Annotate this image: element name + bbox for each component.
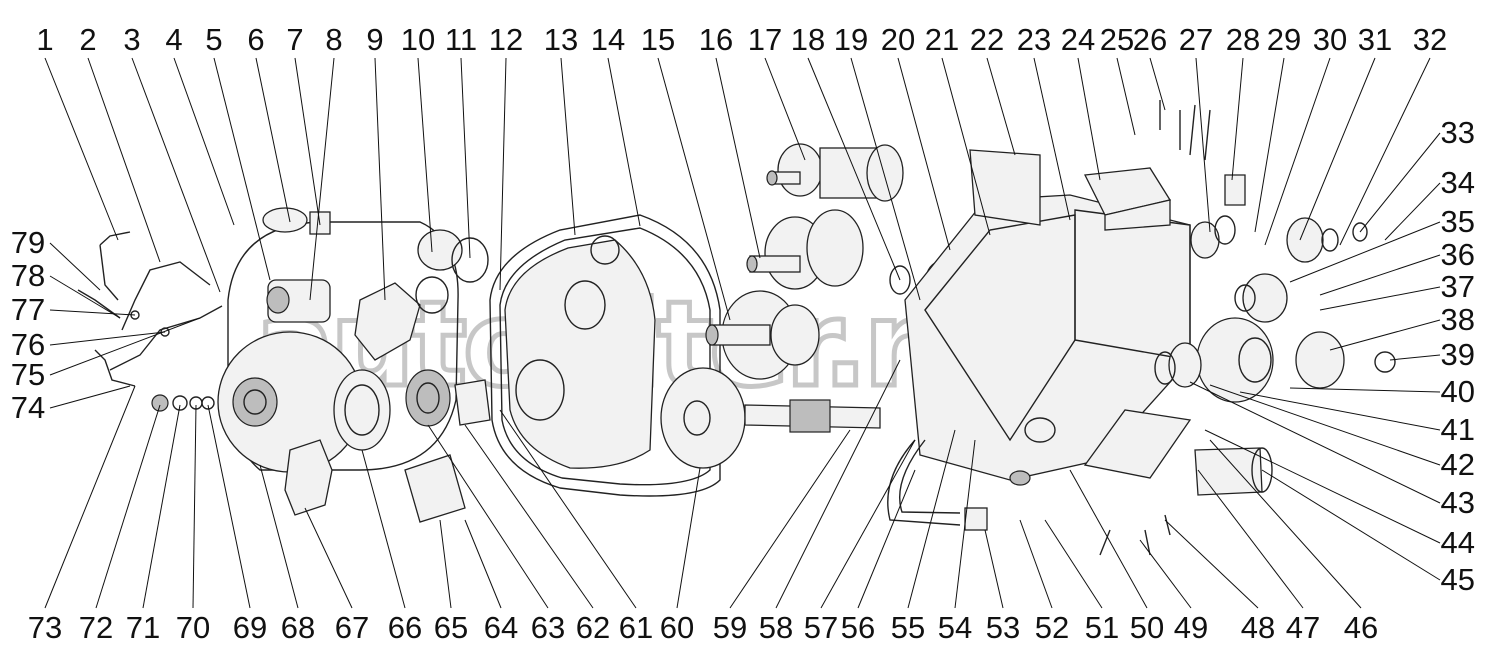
callout-66: 66 bbox=[388, 610, 422, 645]
callout-69: 69 bbox=[233, 610, 267, 645]
callout-22: 22 bbox=[970, 22, 1004, 57]
callout-63: 63 bbox=[531, 610, 565, 645]
callout-26: 26 bbox=[1133, 22, 1167, 57]
callout-45: 45 bbox=[1441, 562, 1475, 597]
callout-62: 62 bbox=[576, 610, 610, 645]
callout-43: 43 bbox=[1441, 485, 1475, 520]
callout-39: 39 bbox=[1441, 337, 1475, 372]
callout-36: 36 bbox=[1441, 237, 1475, 272]
callout-1: 1 bbox=[36, 22, 53, 57]
callout-24: 24 bbox=[1061, 22, 1095, 57]
callout-60: 60 bbox=[660, 610, 694, 645]
callout-42: 42 bbox=[1441, 447, 1475, 482]
callout-15: 15 bbox=[641, 22, 675, 57]
callout-38: 38 bbox=[1441, 302, 1475, 337]
callout-48: 48 bbox=[1241, 610, 1275, 645]
callout-5: 5 bbox=[205, 22, 222, 57]
callout-12: 12 bbox=[489, 22, 523, 57]
callout-72: 72 bbox=[79, 610, 113, 645]
callout-58: 58 bbox=[759, 610, 793, 645]
callout-8: 8 bbox=[325, 22, 342, 57]
callout-79: 79 bbox=[11, 225, 45, 260]
callout-71: 71 bbox=[126, 610, 160, 645]
callout-7: 7 bbox=[286, 22, 303, 57]
callout-25: 25 bbox=[1100, 22, 1134, 57]
callout-53: 53 bbox=[986, 610, 1020, 645]
callout-40: 40 bbox=[1441, 374, 1475, 409]
parts-artwork bbox=[77, 100, 1396, 556]
callout-30: 30 bbox=[1313, 22, 1347, 57]
callout-17: 17 bbox=[748, 22, 782, 57]
callout-32: 32 bbox=[1413, 22, 1447, 57]
callout-65: 65 bbox=[434, 610, 468, 645]
callout-70: 70 bbox=[176, 610, 210, 645]
callout-76: 76 bbox=[11, 327, 45, 362]
callout-31: 31 bbox=[1358, 22, 1392, 57]
callout-6: 6 bbox=[247, 22, 264, 57]
callout-51: 51 bbox=[1085, 610, 1119, 645]
callout-11: 11 bbox=[445, 22, 477, 57]
callout-75: 75 bbox=[11, 357, 45, 392]
callout-27: 27 bbox=[1179, 22, 1213, 57]
callout-2: 2 bbox=[79, 22, 96, 57]
callout-35: 35 bbox=[1441, 204, 1475, 239]
callout-21: 21 bbox=[925, 22, 959, 57]
leader-lines bbox=[44, 57, 1441, 609]
callout-77: 77 bbox=[11, 292, 45, 327]
callout-56: 56 bbox=[841, 610, 875, 645]
callout-46: 46 bbox=[1344, 610, 1378, 645]
callout-28: 28 bbox=[1226, 22, 1260, 57]
callout-4: 4 bbox=[165, 22, 182, 57]
callout-29: 29 bbox=[1267, 22, 1301, 57]
callout-54: 54 bbox=[938, 610, 972, 645]
callout-73: 73 bbox=[28, 610, 62, 645]
callout-16: 16 bbox=[699, 22, 733, 57]
callout-10: 10 bbox=[401, 22, 435, 57]
callout-9: 9 bbox=[366, 22, 383, 57]
callout-13: 13 bbox=[544, 22, 578, 57]
callout-59: 59 bbox=[713, 610, 747, 645]
callout-41: 41 bbox=[1441, 412, 1475, 447]
callout-34: 34 bbox=[1441, 165, 1475, 200]
callout-33: 33 bbox=[1441, 115, 1475, 150]
callout-47: 47 bbox=[1286, 610, 1320, 645]
callout-23: 23 bbox=[1017, 22, 1051, 57]
callout-3: 3 bbox=[123, 22, 140, 57]
callout-55: 55 bbox=[891, 610, 925, 645]
callout-64: 64 bbox=[484, 610, 518, 645]
callout-19: 19 bbox=[834, 22, 868, 57]
callout-49: 49 bbox=[1174, 610, 1208, 645]
callout-67: 67 bbox=[335, 610, 369, 645]
callout-44: 44 bbox=[1441, 525, 1475, 560]
callout-14: 14 bbox=[591, 22, 625, 57]
callout-68: 68 bbox=[281, 610, 315, 645]
callout-20: 20 bbox=[881, 22, 915, 57]
callout-50: 50 bbox=[1130, 610, 1164, 645]
callout-57: 57 bbox=[804, 610, 838, 645]
callout-18: 18 bbox=[791, 22, 825, 57]
callout-52: 52 bbox=[1035, 610, 1069, 645]
callout-61: 61 bbox=[619, 610, 653, 645]
callout-74: 74 bbox=[11, 390, 45, 425]
callout-37: 37 bbox=[1441, 269, 1475, 304]
callout-78: 78 bbox=[11, 258, 45, 293]
